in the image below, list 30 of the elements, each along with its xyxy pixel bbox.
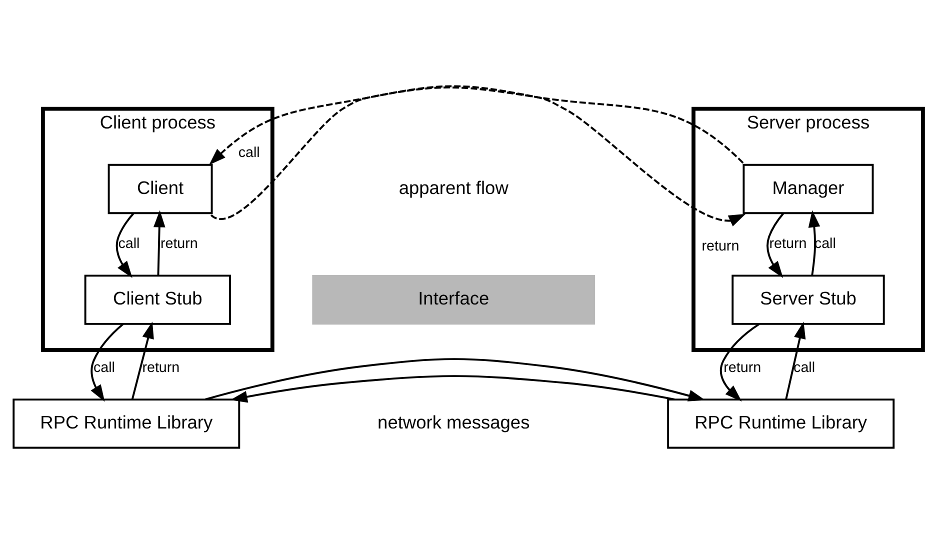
arrow: [720, 322, 760, 401]
edge-label: return: [142, 359, 180, 376]
label: network messages: [378, 410, 530, 432]
arrow: [808, 210, 820, 276]
edge-label: return: [702, 238, 740, 254]
arrow: [116, 212, 134, 278]
arrow: [209, 86, 744, 164]
arrow: [90, 322, 124, 402]
arrow: [785, 321, 806, 400]
node-box: Client: [108, 163, 213, 214]
arrow: [204, 358, 706, 401]
edge-label: call: [93, 359, 115, 376]
node-box: Interface: [312, 274, 596, 324]
arrow: [210, 84, 746, 226]
edge-label: call: [794, 359, 816, 376]
arrow: [766, 212, 784, 278]
edge-label: return: [769, 236, 807, 252]
label: apparent flow: [398, 176, 508, 198]
arrow: [230, 374, 675, 402]
edge-label: return: [724, 359, 762, 376]
edge-label: call: [118, 236, 140, 252]
node-box: Server Stub: [732, 274, 885, 324]
edge-label: call: [238, 144, 260, 161]
arrow: [153, 210, 166, 276]
node-box: Client Stub: [84, 274, 232, 324]
node-box: Manager: [742, 163, 874, 214]
arrow: [131, 321, 154, 400]
edge-label: return: [160, 236, 198, 252]
node-box: RPC Runtime Library: [12, 398, 240, 448]
node-box: RPC Runtime Library: [667, 398, 895, 448]
